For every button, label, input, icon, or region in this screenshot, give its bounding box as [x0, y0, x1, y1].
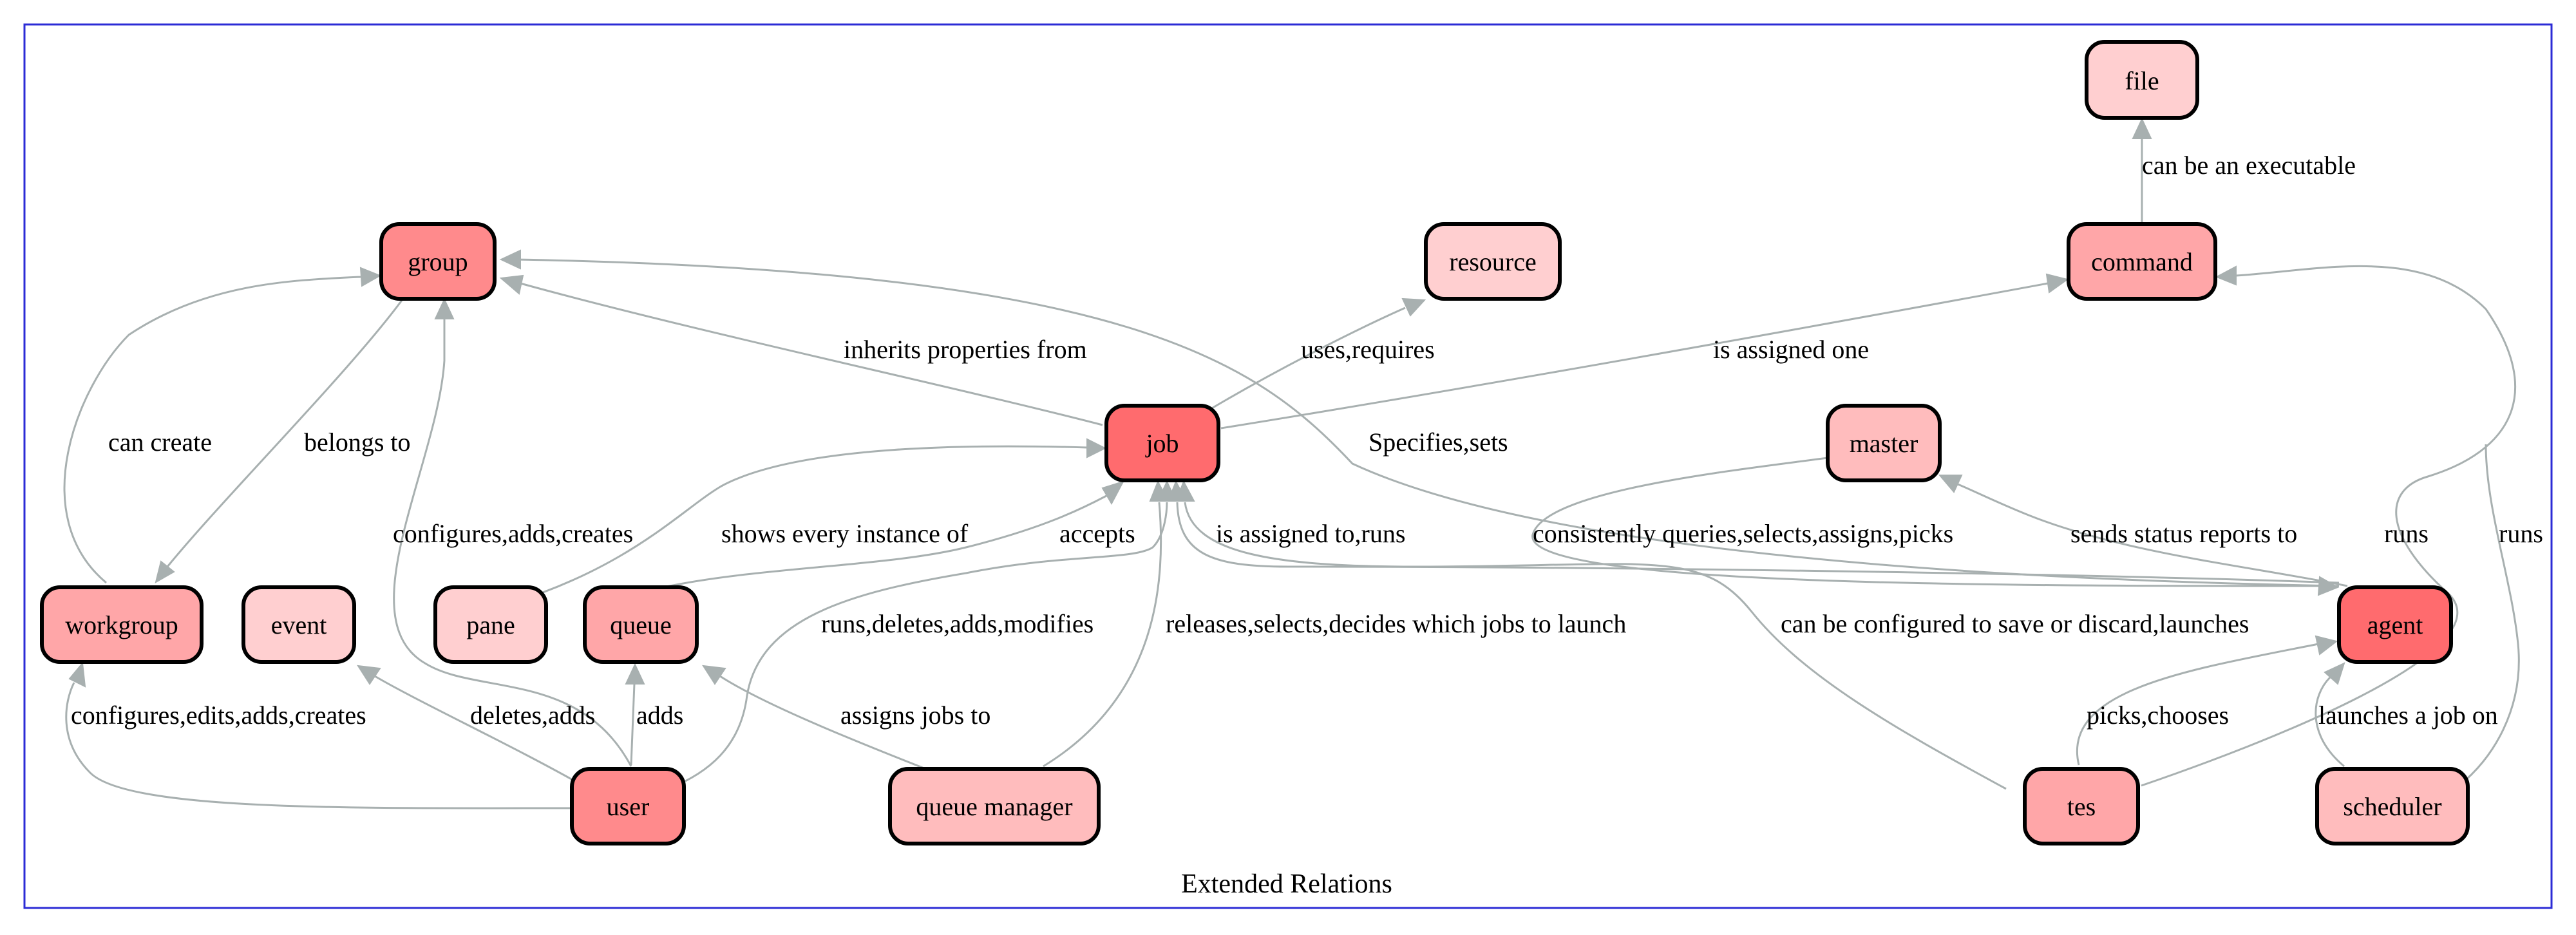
- edge-job-group: inherits properties from: [499, 274, 1103, 426]
- diagram-frame: [23, 23, 2553, 909]
- edges: can be an executable inherits properties…: [63, 117, 2543, 809]
- node-label-tes: tes: [2067, 792, 2096, 821]
- edge-scheduler-agent: launches a job on: [2315, 662, 2498, 768]
- node-file[interactable]: file: [2085, 40, 2199, 120]
- edge-label-user-event: deletes,adds: [470, 701, 595, 730]
- node-label-event: event: [271, 610, 327, 639]
- edge-label-user-job: runs,deletes,adds,modifies: [821, 609, 1094, 638]
- edge-agent-master: sends status reports to: [1938, 475, 2348, 587]
- edge-user-workgroup: configures,edits,adds,creates: [65, 661, 573, 809]
- node-queue[interactable]: queue: [583, 585, 699, 664]
- edge-group-workgroup: belongs to: [155, 299, 411, 584]
- edge-label-user-group: configures,adds,creates: [393, 519, 633, 548]
- edge-label-workgroup-group: can create: [108, 428, 212, 457]
- node-label-file: file: [2125, 66, 2159, 95]
- node-group[interactable]: group: [379, 222, 497, 301]
- node-label-agent: agent: [2367, 610, 2423, 639]
- edge-label-job-command: is assigned one: [1713, 335, 1869, 364]
- node-label-queue-manager: queue manager: [916, 792, 1072, 821]
- edge-label-pane-job: shows every instance of: [721, 519, 969, 548]
- node-label-workgroup: workgroup: [65, 610, 178, 639]
- diagram-caption: Extended Relations: [1181, 869, 1392, 899]
- edge-tes-command: runs: [2141, 265, 2517, 787]
- node-scheduler[interactable]: scheduler: [2315, 767, 2470, 845]
- node-tes[interactable]: tes: [2023, 767, 2140, 845]
- edge-label-queue-manager-queue: assigns jobs to: [840, 701, 990, 730]
- nodes: file group resource command job master w…: [40, 40, 2470, 845]
- edge-user-group: configures,adds,creates: [393, 298, 633, 767]
- edge-command-file: can be an executable: [2132, 117, 2356, 222]
- edge-label-tes-command: runs: [2384, 519, 2429, 548]
- node-label-user: user: [607, 792, 650, 821]
- edge-workgroup-group: can create: [63, 267, 382, 584]
- edge-label-group-workgroup: belongs to: [304, 428, 411, 457]
- edge-label-agent-master: sends status reports to: [2070, 519, 2297, 548]
- node-queue-manager[interactable]: queue manager: [888, 767, 1101, 845]
- edge-queue-manager-queue: assigns jobs to: [702, 665, 990, 771]
- edge-label-job-group: inherits properties from: [844, 335, 1087, 364]
- edge-label-scheduler-agent: launches a job on: [2318, 701, 2498, 730]
- edge-label-queue-job: accepts: [1059, 519, 1135, 548]
- node-pane[interactable]: pane: [433, 585, 548, 664]
- node-label-job: job: [1144, 429, 1179, 458]
- edge-user-job: runs,deletes,adds,modifies: [668, 480, 1177, 790]
- edge-label-scheduler-command: runs: [2499, 519, 2543, 548]
- edge-master-agent: consistently queries,selects,assigns,pic…: [1531, 456, 2340, 596]
- edge-label-command-file: can be an executable: [2142, 151, 2356, 180]
- edge-label-agent-job: is assigned to,runs: [1216, 519, 1405, 548]
- node-agent[interactable]: agent: [2337, 585, 2453, 664]
- edge-queue-job: accepts: [663, 480, 1135, 589]
- edge-label-queue-manager-job: releases,selects,decides which jobs to l…: [1166, 609, 1626, 638]
- edge-queue-manager-job: releases,selects,decides which jobs to l…: [1043, 480, 1626, 768]
- edge-agent-group: Specifies,sets: [499, 249, 2340, 587]
- node-resource[interactable]: resource: [1424, 222, 1562, 301]
- edge-job-resource: uses,requires: [1210, 298, 1435, 410]
- edge-label-agent-group: Specifies,sets: [1368, 428, 1508, 457]
- node-job[interactable]: job: [1104, 404, 1220, 482]
- node-label-master: master: [1850, 429, 1918, 458]
- node-label-pane: pane: [466, 610, 515, 639]
- edge-tes-job: can be configured to save or discard,lau…: [1175, 480, 2249, 790]
- node-master[interactable]: master: [1826, 404, 1942, 482]
- edge-label-job-resource: uses,requires: [1301, 335, 1435, 364]
- edge-label-tes-agent: picks,chooses: [2087, 701, 2229, 730]
- edge-user-queue: adds: [625, 663, 683, 766]
- node-label-scheduler: scheduler: [2343, 792, 2441, 821]
- edge-user-event: deletes,adds: [357, 665, 595, 787]
- edge-label-user-workgroup: configures,edits,adds,creates: [71, 701, 366, 730]
- node-command[interactable]: command: [2067, 222, 2217, 301]
- edge-label-user-queue: adds: [636, 701, 683, 730]
- edge-label-tes-job: can be configured to save or discard,lau…: [1781, 609, 2249, 638]
- node-label-queue: queue: [610, 610, 672, 639]
- node-event[interactable]: event: [242, 585, 356, 664]
- node-label-resource: resource: [1449, 247, 1536, 276]
- edge-agent-job: is assigned to,runs: [1167, 480, 2340, 584]
- edge-label-master-agent: consistently queries,selects,assigns,pic…: [1533, 519, 1953, 548]
- edge-job-command: is assigned one: [1220, 273, 2069, 430]
- edge-pane-job: shows every instance of: [508, 438, 1107, 605]
- node-user[interactable]: user: [570, 767, 686, 845]
- node-label-group: group: [408, 247, 468, 276]
- edge-tes-agent: picks,chooses: [2076, 635, 2338, 766]
- edge-scheduler-command: runs: [2458, 444, 2543, 787]
- node-workgroup[interactable]: workgroup: [40, 585, 204, 664]
- node-label-command: command: [2091, 247, 2193, 276]
